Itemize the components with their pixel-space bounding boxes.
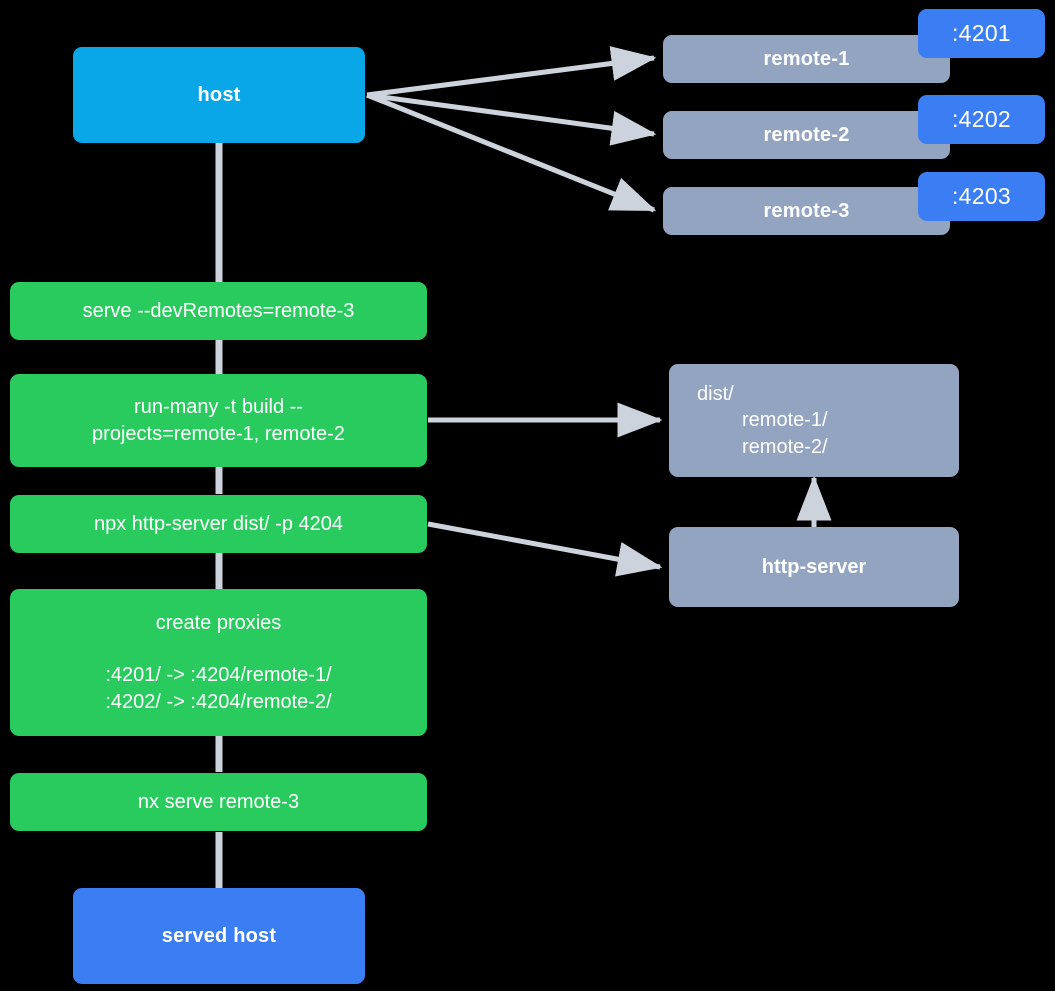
node-http-server-label: http-server bbox=[761, 555, 867, 578]
node-remote-2-label: remote-2 bbox=[763, 123, 850, 146]
dist-line-remote-2: remote-2/ bbox=[742, 435, 828, 458]
dist-line-remote-1: remote-1/ bbox=[742, 409, 828, 432]
edge-host-to-remote-3 bbox=[366, 92, 657, 213]
command-run-many-line-1: run-many -t build -- bbox=[134, 396, 303, 419]
node-remote-1-label: remote-1 bbox=[763, 47, 850, 70]
node-command-serve[interactable]: serve --devRemotes=remote-3 bbox=[10, 282, 427, 340]
node-host-label: host bbox=[197, 83, 241, 106]
edge-host-to-remote-2 bbox=[366, 92, 657, 146]
node-served-host-label: served host bbox=[161, 924, 277, 947]
port-badge-remote-1-label: :4201 bbox=[951, 20, 1012, 46]
command-create-proxies-title: create proxies bbox=[155, 611, 282, 634]
node-remote-2[interactable]: remote-2 bbox=[663, 111, 950, 159]
command-nx-serve-line-1: nx serve remote-3 bbox=[137, 790, 300, 813]
port-badge-remote-1[interactable]: :4201 bbox=[918, 9, 1045, 58]
port-badge-remote-2-label: :4202 bbox=[951, 106, 1012, 132]
node-command-create-proxies[interactable]: create proxies :4201/ -> :4204/remote-1/… bbox=[10, 589, 427, 736]
node-http-server[interactable]: http-server bbox=[669, 527, 959, 607]
dist-line-root: dist/ bbox=[697, 382, 734, 405]
command-npx-http-server-line-1: npx http-server dist/ -p 4204 bbox=[93, 512, 343, 535]
command-create-proxies-line-1: :4201/ -> :4204/remote-1/ bbox=[105, 664, 332, 687]
node-command-npx-http-server[interactable]: npx http-server dist/ -p 4204 bbox=[10, 495, 427, 553]
node-remote-3-label: remote-3 bbox=[763, 199, 850, 222]
node-served-host[interactable]: served host bbox=[73, 888, 365, 984]
node-dist-folder[interactable]: dist/ remote-1/ remote-2/ bbox=[669, 364, 959, 477]
command-serve-line-1: serve --devRemotes=remote-3 bbox=[82, 299, 355, 322]
node-command-run-many[interactable]: run-many -t build -- projects=remote-1, … bbox=[10, 374, 427, 467]
node-command-nx-serve-remote-3[interactable]: nx serve remote-3 bbox=[10, 773, 427, 831]
edge-npx-to-httpserver bbox=[427, 521, 663, 577]
edge-host-to-remote-1 bbox=[366, 46, 657, 98]
port-badge-remote-2[interactable]: :4202 bbox=[918, 95, 1045, 144]
command-create-proxies-line-2: :4202/ -> :4204/remote-2/ bbox=[105, 690, 332, 713]
command-run-many-line-2: projects=remote-1, remote-2 bbox=[92, 422, 345, 445]
port-badge-remote-3[interactable]: :4203 bbox=[918, 172, 1045, 221]
node-host[interactable]: host bbox=[73, 47, 365, 143]
port-badge-remote-3-label: :4203 bbox=[951, 183, 1012, 209]
node-remote-1[interactable]: remote-1 bbox=[663, 35, 950, 83]
node-remote-3[interactable]: remote-3 bbox=[663, 187, 950, 235]
